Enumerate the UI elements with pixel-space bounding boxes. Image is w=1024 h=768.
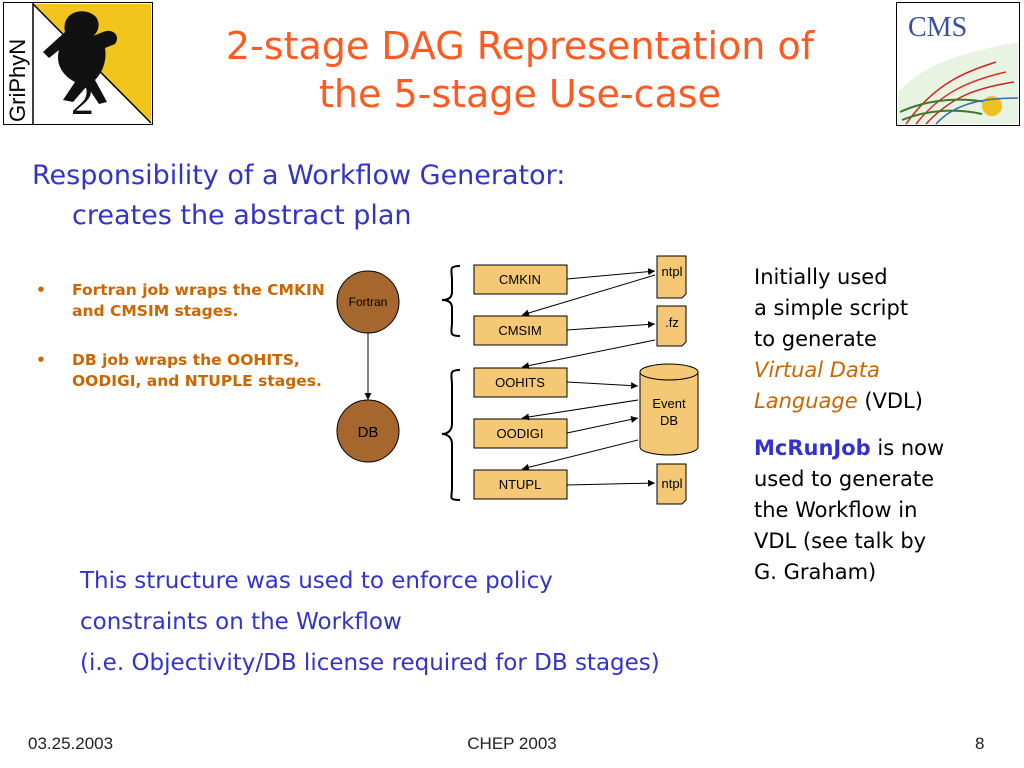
cms-logo-text: CMS (908, 12, 967, 43)
bullet-marker: • (36, 351, 46, 369)
arrow-ntupl-to-ntpl (566, 479, 656, 487)
slide-title: 2-stage DAG Representation of the 5-stag… (150, 22, 890, 118)
policy-note: This structure was used to enforce polic… (80, 561, 660, 684)
arrow-oodigi-to-eventdb (566, 416, 639, 434)
note-line: to generate (754, 327, 877, 351)
footer-page-number: 8 (975, 734, 985, 753)
policy-line: This structure was used to enforce polic… (80, 568, 553, 594)
stage-box-oohits (473, 367, 568, 398)
stage-label-cmkin: CMKIN (499, 272, 541, 287)
vdl-term: Virtual Data (754, 358, 880, 382)
note-line: a simple script (754, 296, 909, 320)
logo-number-2: 2 (71, 73, 94, 124)
note-line: Initially used (754, 265, 888, 289)
note-text: is now (870, 436, 945, 460)
griphyn-logo: 2 GriPhyN (3, 2, 153, 125)
stage-label-oohits: OOHITS (495, 375, 545, 390)
right-notes: Initially used a simple script to genera… (754, 262, 994, 588)
bullet-item: • DB job wraps the OOHITS, OODIGI, and N… (36, 350, 326, 392)
dag-diagram: Fortran DB CMKIN CMSIM OOHITS OODIGI NTU… (336, 255, 699, 505)
stage-box-cmsim (473, 315, 568, 346)
output-file-ntpl-2 (656, 463, 687, 505)
arrow-oohits-to-eventdb (566, 381, 639, 390)
title-line-2: the 5-stage Use-case (319, 72, 721, 116)
title-line-1: 2-stage DAG Representation of (225, 24, 815, 68)
bullet-text: DB job wraps the OOHITS, OODIGI, and NTU… (72, 351, 322, 390)
bullet-item: • Fortran job wraps the CMKIN and CMSIM … (36, 280, 326, 322)
cms-logo: CMS (896, 2, 1020, 126)
event-db-label-line-1: Event (652, 396, 686, 411)
brace-db (441, 369, 461, 501)
footer-date: 03.25.2003 (28, 734, 114, 753)
policy-line: (i.e. Objectivity/DB license required fo… (80, 650, 660, 676)
footer-conference: CHEP 2003 (467, 734, 557, 753)
db-node-label: DB (358, 424, 379, 441)
note-line: used to generate (754, 467, 935, 491)
output-file-fz (656, 305, 687, 347)
bullet-text: Fortran job wraps the CMKIN and CMSIM st… (72, 281, 325, 320)
arrow-eventdb-to-oodigi (521, 399, 639, 421)
event-db-cylinder (639, 372, 699, 456)
arrow-fz-to-oohits (521, 339, 656, 370)
event-db-label-line-2: DB (660, 413, 678, 428)
note-line: G. Graham) (754, 560, 877, 584)
output-label-fz: .fz (665, 315, 679, 330)
stage-box-oodigi (473, 418, 568, 449)
mcrunjob-term: McRunJob (754, 436, 871, 460)
stage-box-ntupl (473, 469, 568, 500)
event-db-cylinder-top (639, 363, 699, 381)
stage-label-oodigi: OODIGI (497, 426, 544, 441)
stage-label-cmsim: CMSIM (498, 323, 541, 338)
output-label-ntpl-2: ntpl (662, 476, 683, 491)
vdl-term: Language (754, 389, 858, 413)
stage-box-cmkin (473, 264, 568, 295)
output-file-ntpl-1 (656, 255, 687, 299)
bullet-list: • Fortran job wraps the CMKIN and CMSIM … (36, 280, 326, 420)
arrow-cmsim-to-fz (566, 320, 656, 331)
db-node (336, 399, 400, 463)
output-label-ntpl-1: ntpl (662, 264, 683, 279)
arrow-cmkin-to-cmsim (521, 274, 656, 317)
note-line: the Workflow in (754, 498, 918, 522)
arrow-eventdb-to-ntupl (521, 439, 639, 471)
fortran-node-label: Fortran (349, 295, 388, 309)
bullet-marker: • (36, 281, 46, 299)
arrow-cmkin-to-ntpl (566, 268, 656, 280)
subheading-line-1: Responsibility of a Workflow Generator: (32, 160, 566, 191)
subheading: Responsibility of a Workflow Generator: … (32, 156, 565, 236)
stage-label-ntupl: NTUPL (499, 477, 542, 492)
brace-fortran (441, 265, 461, 337)
griphyn-logo-text: GriPhyN (5, 39, 30, 122)
note-line: VDL (see talk by (754, 529, 927, 553)
policy-line: constraints on the Workflow (80, 609, 402, 635)
subheading-line-2: creates the abstract plan (72, 200, 412, 231)
vdl-abbr: (VDL) (857, 389, 923, 413)
